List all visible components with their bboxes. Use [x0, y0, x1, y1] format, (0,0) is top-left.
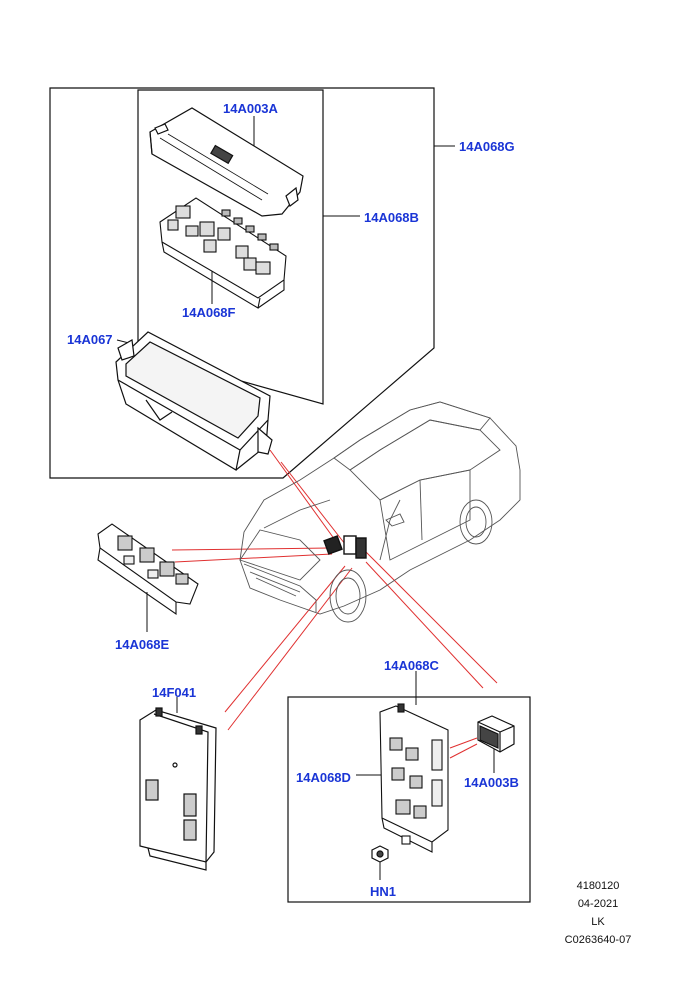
relay-module-illustration [97, 523, 199, 616]
document-code: C0263640-07 [564, 934, 632, 946]
callout-14a068g: 14A068G [459, 139, 515, 154]
callout-14a003b: 14A003B [464, 775, 519, 790]
red-leader-lines [171, 449, 498, 759]
nut-illustration [371, 845, 389, 863]
body-control-module-illustration [139, 707, 217, 871]
module-detail-frame [287, 696, 531, 903]
callout-14f041: 14F041 [152, 685, 197, 700]
fusebox-cover-illustration [149, 107, 304, 217]
callout-14a067: 14A067 [67, 332, 113, 347]
region-code: LK [591, 916, 605, 928]
vehicle-fusebox-location [323, 535, 367, 559]
fusebox-assembly-frame [49, 87, 435, 479]
callout-14a068b: 14A068B [364, 210, 419, 225]
fusebox-subassembly-frame [137, 89, 324, 405]
callout-14a068e: 14A068E [115, 637, 170, 652]
callout-14a068d: 14A068D [296, 770, 351, 785]
vehicle-illustration [239, 401, 521, 623]
callout-14a003a: 14A003A [223, 101, 278, 116]
illustration-date: 04-2021 [577, 898, 619, 910]
illustration-id: 4180120 [576, 880, 620, 892]
fuse-board-illustration [379, 703, 449, 853]
relay-illustration [477, 715, 515, 753]
callout-14a068f: 14A068F [182, 305, 236, 320]
fusebox-illustration [159, 197, 287, 309]
callout-14a068c: 14A068C [384, 658, 439, 673]
fusebox-tray-illustration [115, 331, 273, 471]
callout-hn1: HN1 [370, 884, 397, 899]
